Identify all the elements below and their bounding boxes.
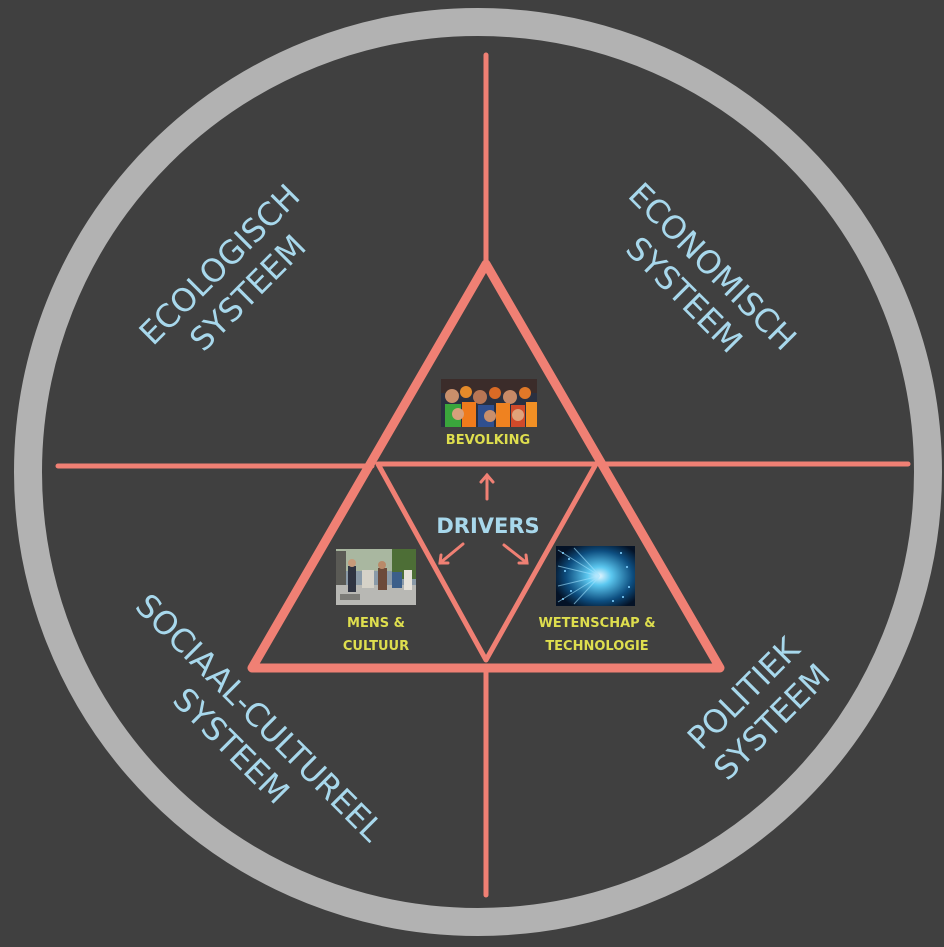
digital-tunnel-photo <box>556 546 635 606</box>
driver-label-mens-line2: CULTUUR <box>343 639 409 654</box>
drivers-title: DRIVERS <box>436 514 539 538</box>
street-scene-photo <box>336 549 416 605</box>
driver-label-mens-line1: MENS & <box>347 616 405 631</box>
crowd-photo <box>441 379 537 427</box>
driver-label-bevolking: BEVOLKING <box>446 433 530 448</box>
driver-label-wetenschap-line2: TECHNOLOGIE <box>545 639 648 654</box>
driver-label-wetenschap-line1: WETENSCHAP & <box>538 616 655 631</box>
